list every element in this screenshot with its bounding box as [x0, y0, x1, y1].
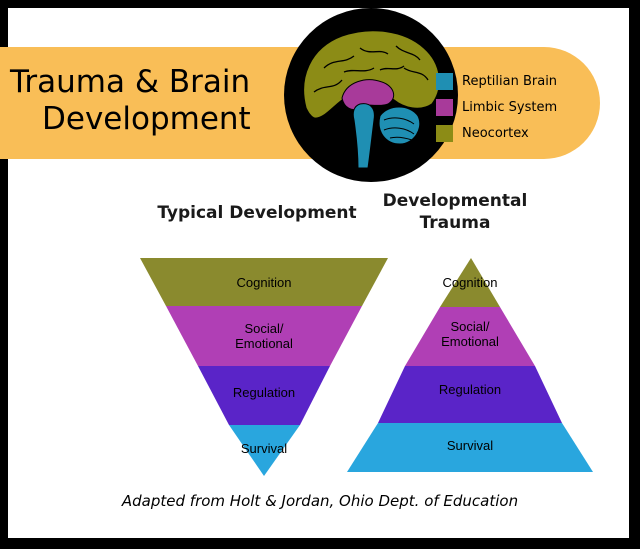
trauma-label-regulation-text: Regulation: [438, 382, 502, 397]
limbic-shape: [341, 79, 395, 111]
source-caption: Adapted from Holt & Jordan, Ohio Dept. o…: [121, 492, 519, 510]
legend-item-limbic: Limbic System: [436, 97, 557, 117]
legend-label-limbic: Limbic System: [462, 99, 558, 115]
typical-label-survival-text: Survival: [240, 441, 288, 456]
trauma-layer-cognition: [440, 258, 500, 307]
title-line-2: Development: [42, 101, 251, 137]
typical-layer-cognition: [140, 258, 388, 306]
typical-layer-survival: [229, 425, 300, 476]
trauma-heading-line2: Trauma: [419, 213, 491, 233]
trauma-label-survival: Survival: [420, 438, 520, 453]
legend-item-reptilian: Reptilian Brain: [436, 71, 557, 91]
title-line-1: Trauma & Brain: [10, 64, 251, 100]
trauma-label-cognition-text: Cognition: [442, 275, 498, 290]
typical-label-cognition-text: Cognition: [236, 275, 292, 290]
cerebellum-shape: [378, 106, 421, 145]
typical-label-regulation: Regulation: [214, 385, 314, 400]
typical-layer-regulation: [198, 366, 330, 425]
typical-label-social-emotional: Social/ Emotional: [214, 321, 314, 351]
trauma-label-emotional-text: Emotional: [441, 334, 499, 349]
legend-swatch-limbic: [436, 98, 453, 116]
reptilian-shape: [352, 103, 375, 169]
trauma-label-regulation: Regulation: [420, 382, 520, 397]
trauma-heading-line1: Developmental: [382, 191, 528, 211]
trauma-label-social-text: Social/: [450, 319, 490, 334]
legend-item-neocortex: Neocortex: [436, 123, 529, 143]
typical-layer-social-emotional: [166, 306, 362, 366]
legend-label-neocortex: Neocortex: [462, 125, 529, 141]
trauma-layer-survival: [347, 423, 593, 472]
typical-label-cognition: Cognition: [214, 275, 314, 290]
neocortex-shape: [303, 30, 441, 119]
typical-label-regulation-text: Regulation: [232, 385, 296, 400]
typical-heading: Typical Development: [157, 203, 357, 223]
legend-swatch-reptilian: [436, 72, 453, 90]
trauma-layer-regulation: [378, 366, 562, 423]
trauma-label-survival-text: Survival: [446, 438, 494, 453]
trauma-label-cognition: Cognition: [420, 275, 520, 290]
typical-label-emotional-text: Emotional: [235, 336, 293, 351]
brain-icon: [303, 30, 441, 169]
trauma-label-social-emotional: Social/ Emotional: [420, 319, 520, 349]
trauma-heading: Developmental Trauma: [380, 190, 530, 234]
legend-swatch-neocortex: [436, 124, 453, 142]
typical-label-social-text: Social/: [244, 321, 284, 336]
typical-label-survival: Survival: [214, 441, 314, 456]
trauma-layer-social-emotional: [405, 307, 535, 366]
legend-label-reptilian: Reptilian Brain: [462, 73, 558, 89]
